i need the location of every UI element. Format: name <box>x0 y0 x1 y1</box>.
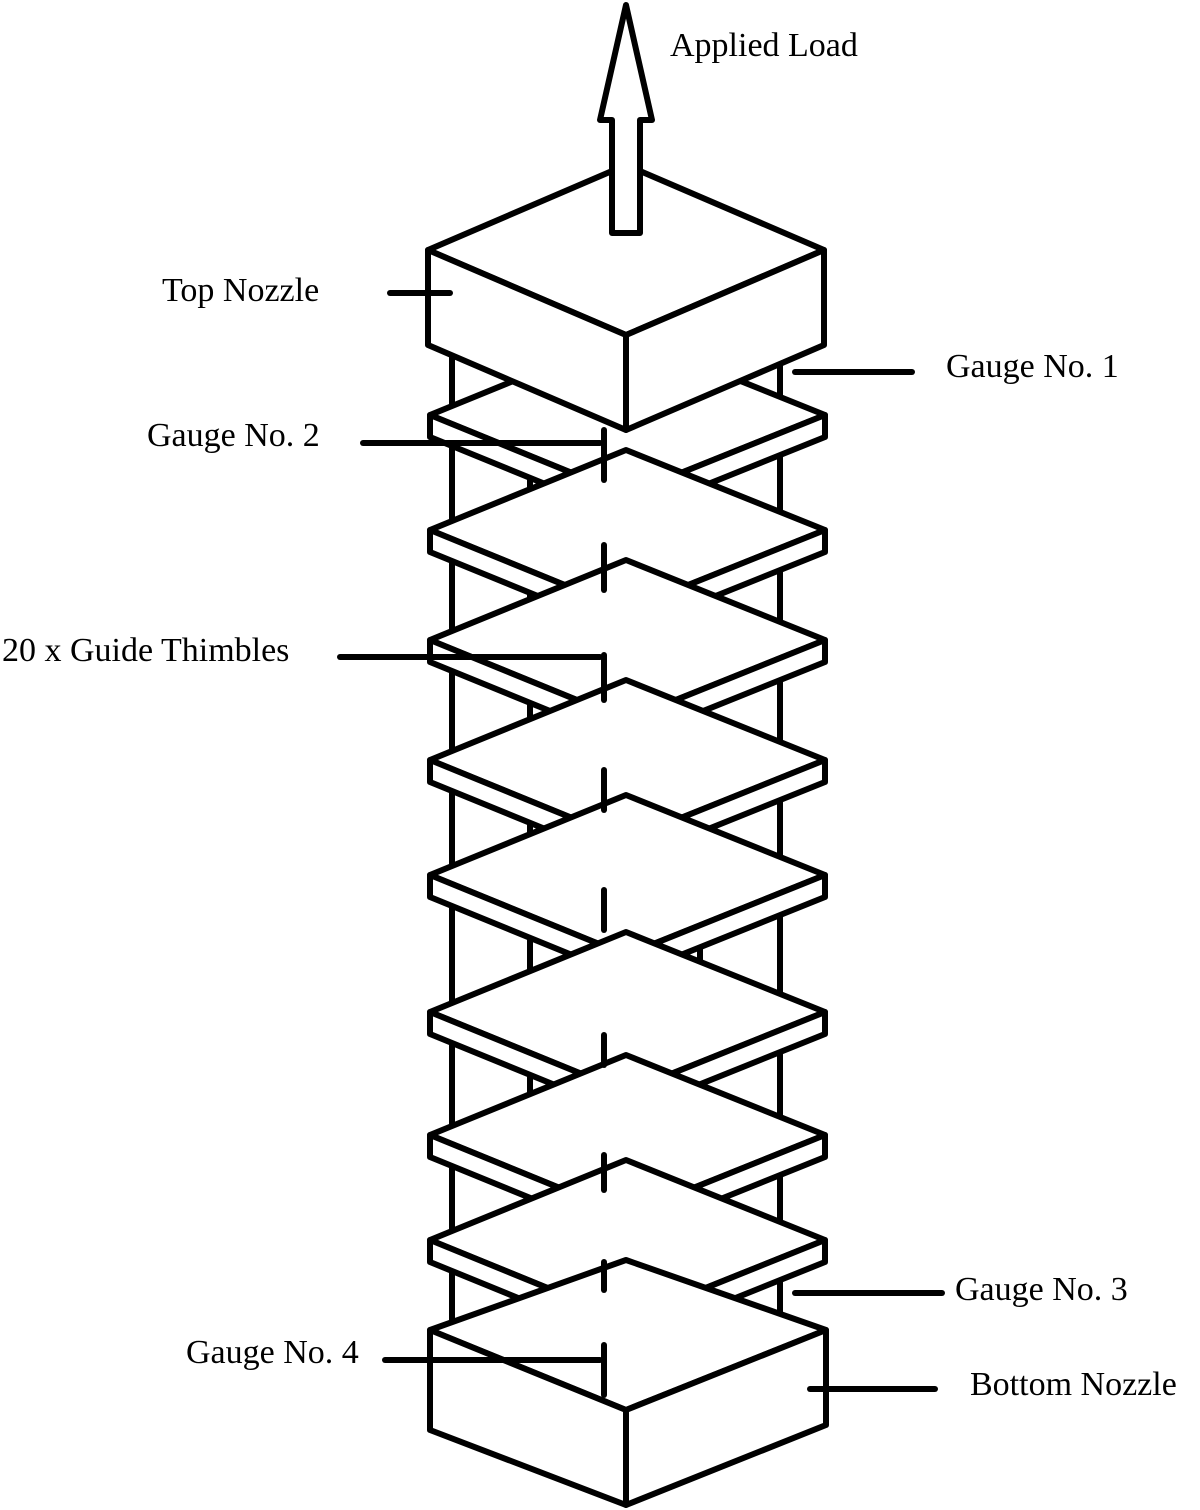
label-bottom-nozzle: Bottom Nozzle <box>970 1366 1177 1403</box>
label-guide-thimbles: 20 x Guide Thimbles <box>2 632 289 669</box>
label-applied-load: Applied Load <box>670 27 858 64</box>
label-gauge-3: Gauge No. 3 <box>955 1271 1128 1308</box>
top-nozzle-box <box>425 162 827 433</box>
label-gauge-4: Gauge No. 4 <box>186 1334 359 1371</box>
bottom-nozzle-box <box>427 1257 829 1508</box>
label-gauge-2: Gauge No. 2 <box>147 417 320 454</box>
label-top-nozzle: Top Nozzle <box>162 272 319 309</box>
label-gauge-1: Gauge No. 1 <box>946 348 1119 385</box>
applied-load-arrow <box>597 2 655 236</box>
spacer-grids <box>427 332 828 1345</box>
